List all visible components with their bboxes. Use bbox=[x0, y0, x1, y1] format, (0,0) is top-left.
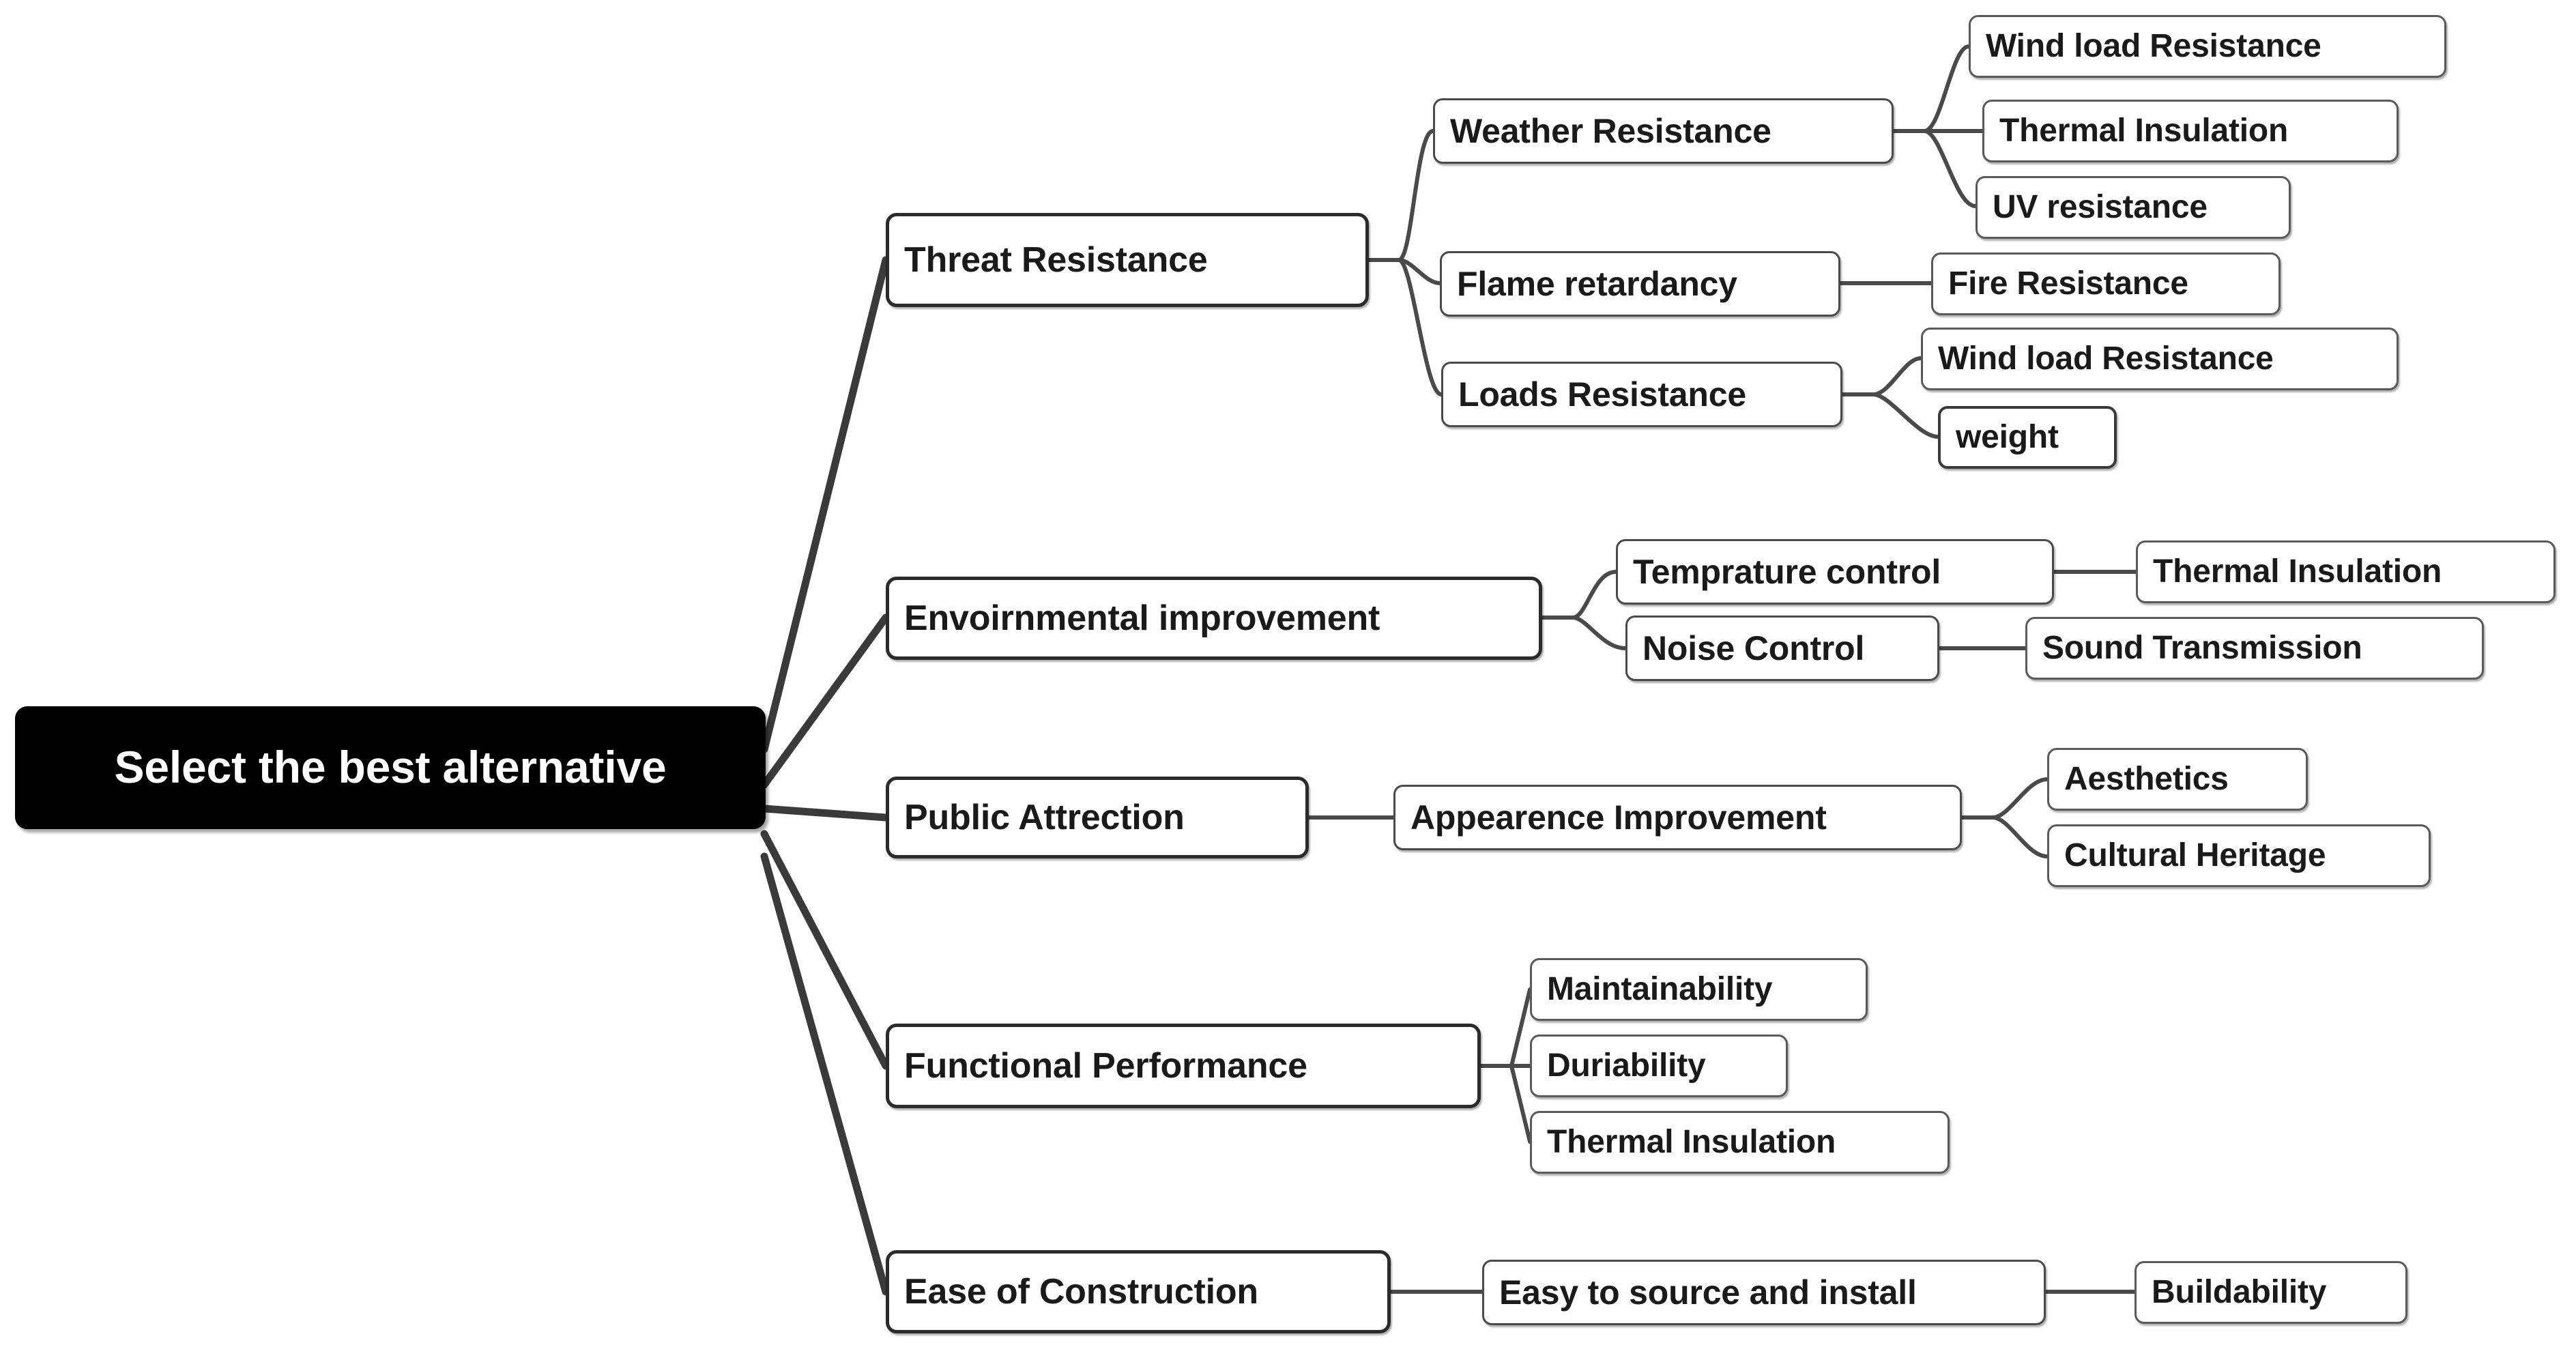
node-thermal-insulation-2[interactable]: Thermal Insulation bbox=[2136, 540, 2556, 603]
node-wind-load-resistance-2-label: Wind load Resistance bbox=[1938, 340, 2274, 377]
main-branch-edges bbox=[760, 256, 890, 1296]
edge-loads-wind-load bbox=[1871, 356, 1923, 396]
node-buildability-label: Buildability bbox=[2152, 1273, 2327, 1310]
edge-loads-weight bbox=[1871, 392, 1940, 439]
node-fire-resistance[interactable]: Fire Resistance bbox=[1931, 252, 2281, 315]
edge-functional-thermal-insulation bbox=[1509, 1064, 1532, 1144]
node-loads-resistance[interactable]: Loads Resistance bbox=[1441, 362, 1842, 427]
node-maintainability[interactable]: Maintainability bbox=[1530, 958, 1868, 1021]
edge-weather-wind-load bbox=[1922, 44, 1971, 133]
node-easy-to-source-and-install-label: Easy to source and install bbox=[1499, 1273, 1917, 1312]
node-root[interactable]: Select the best alternative bbox=[15, 706, 766, 829]
node-ease-of-construction[interactable]: Ease of Construction bbox=[886, 1250, 1391, 1333]
node-sound-transmission-label: Sound Transmission bbox=[2042, 629, 2362, 666]
node-noise-control[interactable]: Noise Control bbox=[1625, 616, 1939, 681]
node-functional-performance-label: Functional Performance bbox=[904, 1045, 1307, 1086]
node-flame-retardancy-label: Flame retardancy bbox=[1457, 264, 1737, 303]
edge-weather-uv-resistance bbox=[1922, 129, 1978, 208]
node-loads-resistance-label: Loads Resistance bbox=[1458, 375, 1746, 414]
node-aesthetics-label: Aesthetics bbox=[2064, 760, 2229, 797]
node-flame-retardancy[interactable]: Flame retardancy bbox=[1440, 251, 1840, 317]
node-temprature-control-label: Temprature control bbox=[1633, 552, 1941, 591]
node-thermal-insulation-1-label: Thermal Insulation bbox=[1999, 112, 2289, 149]
edge-envoirnmental-temprature bbox=[1571, 570, 1618, 620]
node-aesthetics[interactable]: Aesthetics bbox=[2047, 748, 2308, 811]
node-threat-resistance[interactable]: Threat Resistance bbox=[886, 213, 1369, 307]
edge-root-ease-of-construction bbox=[760, 852, 890, 1296]
node-functional-performance[interactable]: Functional Performance bbox=[886, 1024, 1481, 1108]
edge-envoirnmental-noise bbox=[1571, 616, 1627, 650]
node-thermal-insulation-3-label: Thermal Insulation bbox=[1547, 1123, 1836, 1160]
node-noise-control-label: Noise Control bbox=[1642, 628, 1865, 667]
edge-threat-flame-retardancy bbox=[1397, 258, 1442, 285]
node-envoirnmental-improvement-label: Envoirnmental improvement bbox=[904, 598, 1380, 638]
edge-threat-loads-resistance bbox=[1397, 258, 1443, 396]
node-fire-resistance-label: Fire Resistance bbox=[1948, 265, 2188, 302]
node-appearence-improvement-label: Appearence Improvement bbox=[1410, 798, 1827, 837]
edge-threat-weather-resistance bbox=[1397, 129, 1435, 262]
node-sound-transmission[interactable]: Sound Transmission bbox=[2025, 617, 2484, 680]
node-weather-resistance-label: Weather Resistance bbox=[1450, 111, 1771, 150]
node-easy-to-source-and-install[interactable]: Easy to source and install bbox=[1482, 1260, 2046, 1325]
node-appearence-improvement[interactable]: Appearence Improvement bbox=[1393, 785, 1962, 850]
node-root-label: Select the best alternative bbox=[114, 742, 667, 793]
node-duriability[interactable]: Duriability bbox=[1530, 1035, 1788, 1097]
node-wind-load-resistance-1[interactable]: Wind load Resistance bbox=[1969, 15, 2446, 78]
edge-root-threat-resistance bbox=[760, 256, 890, 753]
node-uv-resistance-label: UV resistance bbox=[1993, 188, 2208, 225]
node-weather-resistance[interactable]: Weather Resistance bbox=[1433, 98, 1894, 164]
node-buildability[interactable]: Buildability bbox=[2134, 1261, 2407, 1324]
node-public-attrection[interactable]: Public Attrection bbox=[886, 777, 1309, 858]
node-thermal-insulation-1[interactable]: Thermal Insulation bbox=[1982, 100, 2399, 162]
node-threat-resistance-label: Threat Resistance bbox=[904, 240, 1208, 280]
node-maintainability-label: Maintainability bbox=[1547, 970, 1773, 1007]
node-weight[interactable]: weight bbox=[1938, 406, 2117, 469]
node-thermal-insulation-2-label: Thermal Insulation bbox=[2153, 553, 2442, 590]
node-envoirnmental-improvement[interactable]: Envoirnmental improvement bbox=[886, 577, 1542, 660]
edge-appearence-cultural-heritage bbox=[1991, 815, 2049, 858]
node-wind-load-resistance-2[interactable]: Wind load Resistance bbox=[1921, 328, 2399, 390]
node-temprature-control[interactable]: Temprature control bbox=[1616, 539, 2054, 605]
node-public-attrection-label: Public Attrection bbox=[904, 797, 1185, 837]
node-duriability-label: Duriability bbox=[1547, 1047, 1706, 1084]
node-weight-label: weight bbox=[1956, 418, 2059, 455]
node-cultural-heritage-label: Cultural Heritage bbox=[2064, 837, 2326, 873]
edge-root-functional-performance bbox=[760, 830, 890, 1070]
edge-appearence-aesthetics bbox=[1991, 777, 2049, 820]
edge-root-envoirnmental-improvement bbox=[760, 613, 890, 789]
node-ease-of-construction-label: Ease of Construction bbox=[904, 1271, 1258, 1312]
node-wind-load-resistance-1-label: Wind load Resistance bbox=[1986, 27, 2321, 64]
node-cultural-heritage[interactable]: Cultural Heritage bbox=[2047, 824, 2431, 887]
edge-root-public-attrection bbox=[760, 805, 890, 822]
node-thermal-insulation-3[interactable]: Thermal Insulation bbox=[1530, 1111, 1950, 1174]
edge-functional-maintainability bbox=[1509, 987, 1532, 1068]
node-uv-resistance[interactable]: UV resistance bbox=[1976, 176, 2291, 239]
